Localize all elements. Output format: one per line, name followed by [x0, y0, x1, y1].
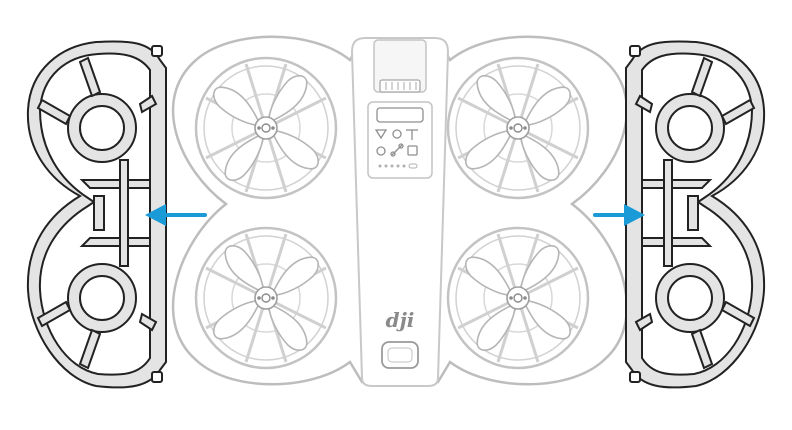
arrow-right-icon	[593, 204, 645, 226]
battery-connector-icon	[373, 39, 427, 93]
right-prop-guard-icon	[625, 40, 766, 389]
left-prop-guard-icon	[26, 40, 167, 389]
brand-logo: dji	[386, 308, 415, 332]
bottom-button-icon	[381, 341, 419, 369]
arrow-left-icon	[145, 204, 207, 226]
status-led-icon	[367, 101, 433, 179]
